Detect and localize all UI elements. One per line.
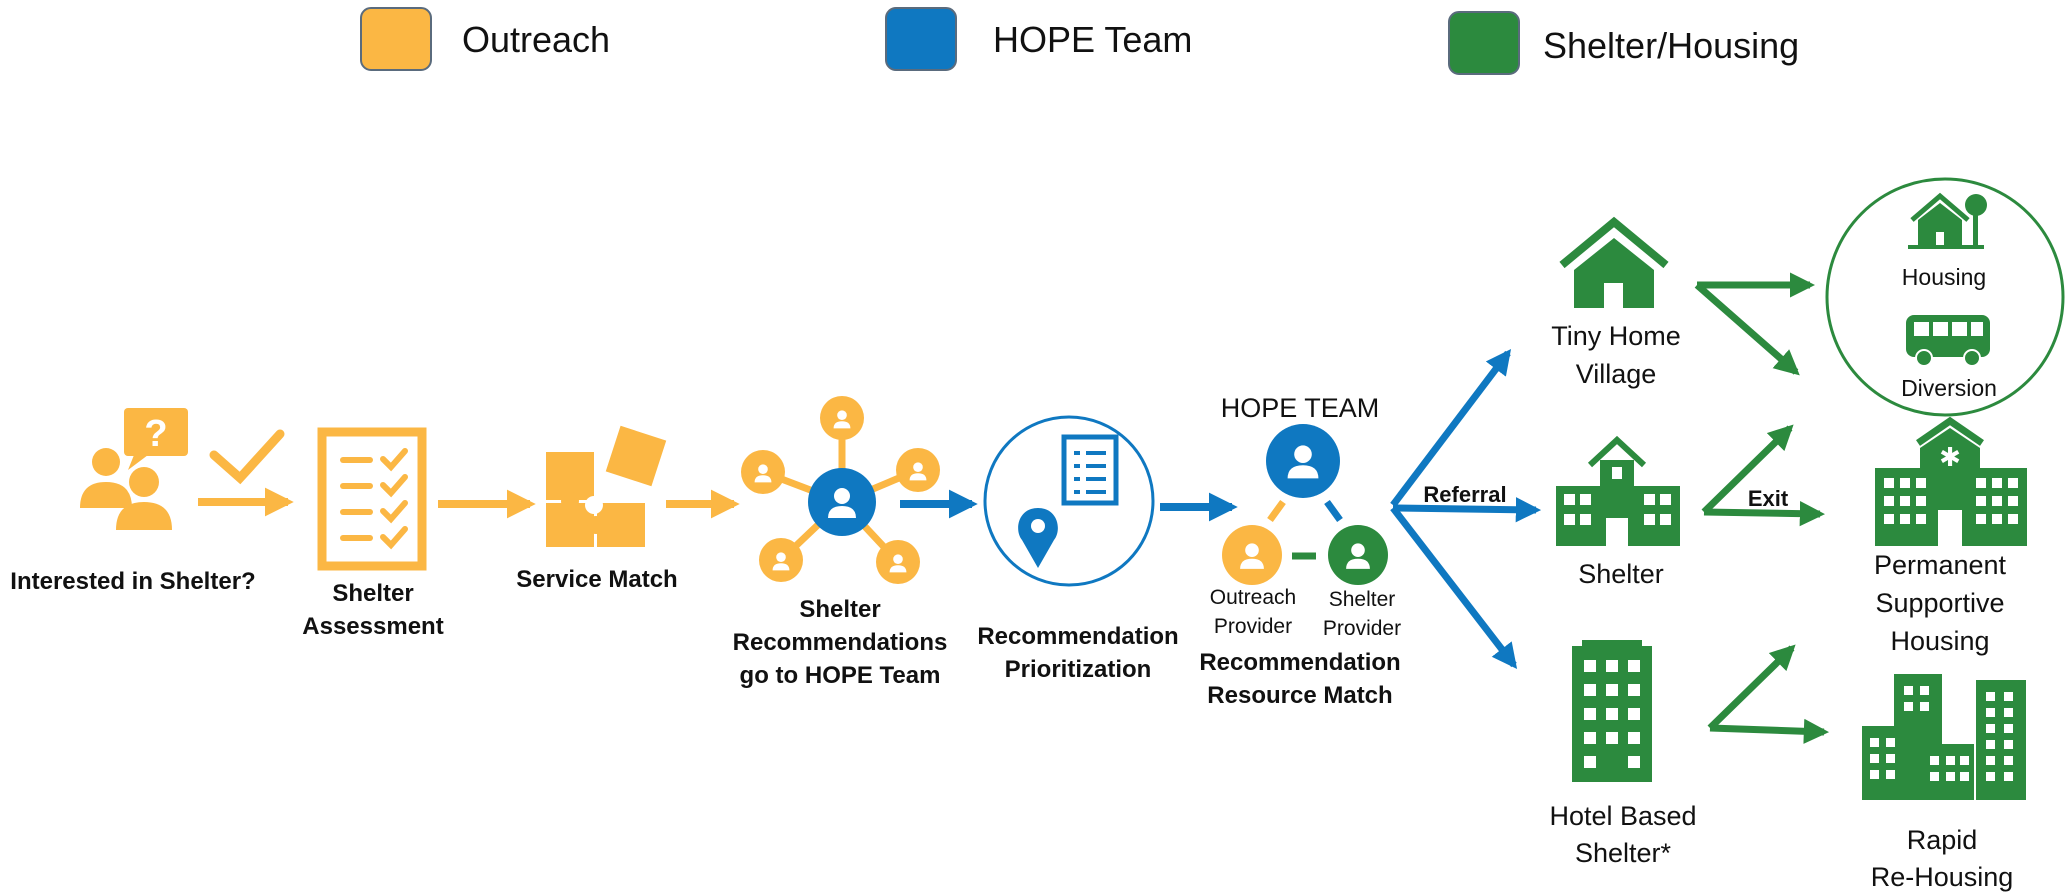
step-label-prioritization-2: Prioritization [1005,656,1152,683]
svg-text:?: ? [144,413,167,455]
step-label-recommendations-1: Shelter [799,596,880,623]
exit-arrow-shelter-psh [1703,501,1826,527]
step-label-service-match: Service Match [516,566,677,593]
exit-arrow-hotel-rrh [1709,718,1830,744]
shelter-provider-label-2: Provider [1323,617,1401,640]
step-prioritization: Recommendation Prioritization [977,415,1238,683]
legend-swatch-outreach [360,7,432,71]
puzzle-icon [546,425,667,547]
legend-item-shelter: Shelter/Housing [1448,11,1799,75]
legend-label-shelter: Shelter/Housing [1543,25,1799,66]
checklist-icon [317,427,427,571]
referral-arrow-shelter [1392,497,1542,523]
shelter-label-hotel-2: Shelter* [1575,838,1672,868]
shelter-label-tiny-home-2: Village [1576,359,1657,389]
exit-arrow-tiny-home-diversion [1694,282,1800,376]
shelter-provider-label-1: Shelter [1329,588,1396,611]
outcome-psh: ✱ Permanent Supportive Housing [1874,416,2027,656]
outcome-rrh: Rapid Re-Housing [1862,674,2026,892]
step-label-assessment-1: Shelter [332,580,413,607]
city-buildings-icon [1862,674,2026,800]
outcome-circle [1825,177,2065,417]
outcome-label-psh-2: Supportive [1875,588,2004,618]
legend-label-outreach: Outreach [462,19,610,60]
referral-arrow-tiny-home [1390,348,1512,508]
team-triad-icon [1222,424,1388,585]
house-icon [1559,216,1669,308]
outcome-label-psh-1: Permanent [1874,550,2007,580]
step-label-resource-match-1: Recommendation [1199,649,1400,676]
step-label-resource-match-2: Resource Match [1207,682,1392,709]
exit-label: Exit [1748,486,1789,511]
house-tree-icon [1908,192,1987,249]
step-resource-match: HOPE TEAM Outreach Provider Shelter Prov… [1199,393,1401,709]
referral-label: Referral [1423,482,1506,507]
referral-arrow-hotel [1390,505,1518,669]
network-people-icon [741,396,940,584]
shelter-label-hotel-1: Hotel Based [1549,801,1696,831]
step-label-assessment-2: Assessment [302,613,443,640]
step-assessment: Shelter Assessment [302,427,536,640]
outcome-label-rrh-2: Re-Housing [1871,862,2014,892]
step-recommendations: Shelter Recommendations go to HOPE Team [733,396,978,689]
hospital-icon: ✱ [1875,416,2027,546]
legend-swatch-hope [885,7,957,71]
people-question-icon: ? [80,408,188,530]
outreach-provider-label-1: Outreach [1210,586,1296,609]
legend: Outreach HOPE Team Shelter/Housing [360,7,1799,75]
hotel-icon [1572,640,1652,782]
outreach-provider-label-2: Provider [1214,615,1292,638]
step-label-recommendations-2: Recommendations [733,629,948,656]
hope-team-title: HOPE TEAM [1221,393,1380,423]
step-service-match: Service Match [516,425,740,593]
shelter-label-shelter: Shelter [1578,559,1664,589]
check-icon [209,429,285,485]
map-pin-document-icon [983,415,1155,587]
step-label-prioritization-1: Recommendation [977,623,1178,650]
legend-item-hope: HOPE Team [885,7,1192,71]
legend-item-outreach: Outreach [360,7,610,71]
bus-icon [1906,315,1990,367]
shelter-building-icon [1556,435,1680,546]
legend-label-hope: HOPE Team [993,19,1192,60]
outcome-label-psh-3: Housing [1890,626,1989,656]
outcome-label-rrh-1: Rapid [1907,825,1978,855]
outcome-label-housing: Housing [1902,264,1986,290]
outcome-label-diversion: Diversion [1901,375,1997,401]
shelter-shelter: Shelter [1556,435,1680,589]
legend-swatch-shelter [1448,11,1520,75]
referral-arrows [1390,348,1542,669]
shelter-hotel: Hotel Based Shelter* [1549,640,1697,868]
shelter-label-tiny-home-1: Tiny Home [1551,321,1681,351]
exit-arrows [1694,272,1830,744]
exit-arrow-hotel-up [1707,644,1796,731]
step-label-recommendations-3: go to HOPE Team [740,662,941,689]
shelter-tiny-home: Tiny Home Village [1551,216,1681,389]
exit-arrow-shelter-up [1701,424,1794,515]
outcome-housing-diversion: Housing Diversion [1825,177,2065,417]
svg-text:✱: ✱ [1939,443,1961,473]
step-label-interested: Interested in Shelter? [10,568,255,595]
step-interested: ? Interested in Shelter? [10,408,294,595]
